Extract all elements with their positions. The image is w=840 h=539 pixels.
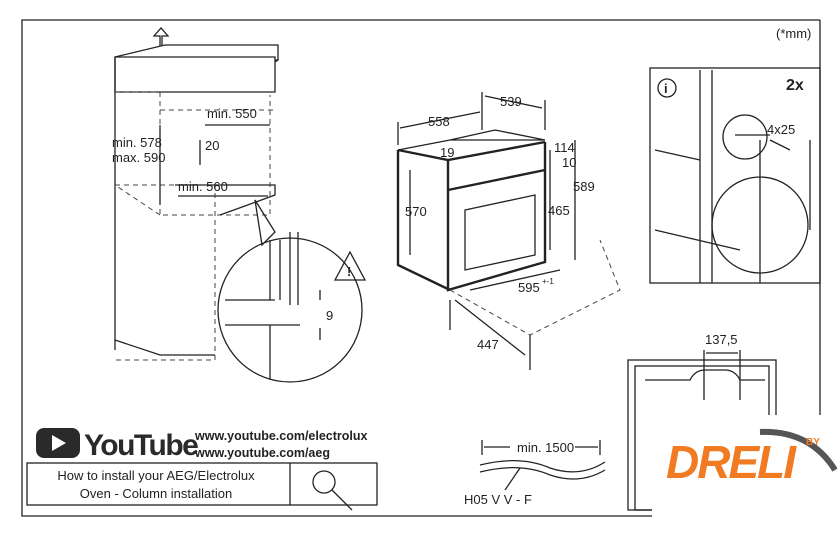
outer-frame bbox=[21, 19, 820, 517]
dim-width-tolerance: +-1 bbox=[542, 277, 554, 286]
youtube-section[interactable]: YouTube www.youtube.com/electrolux www.y… bbox=[26, 428, 378, 511]
video-title-line1: How to install your AEG/Electrolux bbox=[57, 468, 255, 483]
dim-width: 595 bbox=[518, 280, 540, 295]
dim-depth-body: 539 bbox=[500, 94, 522, 109]
dim-panel-height: 114 bbox=[554, 140, 575, 155]
dim-detail-gap: 9 bbox=[326, 308, 333, 323]
dim-front-depth: 447 bbox=[477, 337, 499, 352]
dim-door-height: 465 bbox=[548, 203, 570, 218]
info-icon-letter: i bbox=[664, 81, 668, 96]
dim-top-offset: 19 bbox=[440, 145, 454, 160]
screw-size-label: 4x25 bbox=[767, 122, 795, 137]
youtube-logo-text: YouTube bbox=[84, 429, 198, 462]
dim-gap: 20 bbox=[205, 138, 219, 153]
video-title-line2: Oven - Column installation bbox=[80, 486, 232, 501]
url-aeg[interactable]: www.youtube.com/aeg bbox=[194, 446, 330, 460]
search-icon[interactable] bbox=[312, 470, 353, 511]
dim-height-total: 589 bbox=[573, 179, 595, 194]
dreli-logo: DRELI BY bbox=[652, 415, 840, 539]
url-electrolux[interactable]: www.youtube.com/electrolux bbox=[194, 429, 368, 443]
dim-front-view: 137,5 bbox=[705, 332, 738, 347]
dreli-logo-by: BY bbox=[806, 437, 820, 448]
cable-drawing: min. 1500 H05 V V - F bbox=[464, 440, 606, 507]
up-arrow-icon bbox=[152, 27, 170, 46]
dim-niche-height-max: max. 590 bbox=[112, 150, 165, 165]
dreli-logo-text: DRELI bbox=[666, 436, 797, 488]
dim-niche-width: min. 550 bbox=[207, 106, 257, 121]
warning-icon bbox=[333, 250, 367, 281]
cable-type: H05 V V - F bbox=[464, 492, 532, 507]
dim-depth-total: 558 bbox=[428, 114, 450, 129]
oven-drawing: 558 539 19 114 10 589 570 465 595 +-1 44… bbox=[396, 92, 621, 370]
dim-panel-gap: 10 bbox=[562, 155, 576, 170]
dim-niche-height-min: min. 578 bbox=[112, 135, 162, 150]
info-icon bbox=[657, 78, 677, 98]
quantity-label: 2x bbox=[786, 77, 804, 94]
cabinet-drawing: min. 550 min. 578 max. 590 20 min. 560 !… bbox=[112, 27, 367, 383]
svg-text:!: ! bbox=[347, 264, 351, 279]
dim-height-body: 570 bbox=[405, 204, 427, 219]
screw-icon bbox=[735, 134, 791, 151]
fixing-panel: i 2x 4x25 bbox=[649, 67, 821, 284]
units-note: (*mm) bbox=[776, 26, 811, 41]
dim-depth: min. 560 bbox=[178, 179, 228, 194]
cable-length: min. 1500 bbox=[517, 440, 574, 455]
